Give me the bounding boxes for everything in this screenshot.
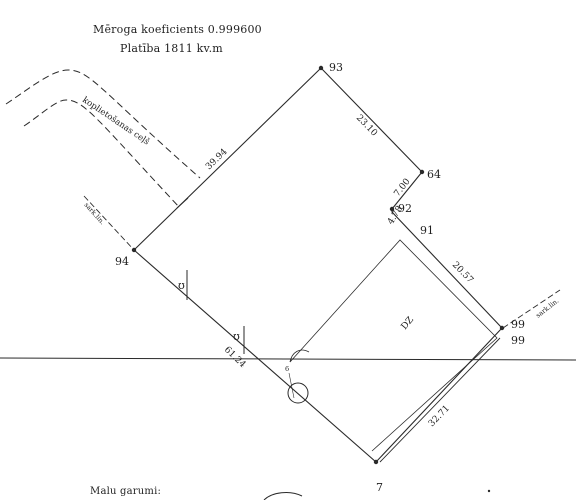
segment-length-91-99: 20.57 xyxy=(450,260,475,286)
point-label-94: 94 xyxy=(115,255,129,268)
svg-text:ʊ: ʊ xyxy=(178,279,185,292)
stray-dot xyxy=(487,489,491,493)
road-edge-lower xyxy=(23,99,181,209)
road-edge-upper xyxy=(5,69,201,179)
point-label-7: 7 xyxy=(376,481,383,494)
red-line-left-label: sark.lin. xyxy=(83,201,107,226)
segment-length-94-93: 39.94 xyxy=(204,147,230,172)
point-marker-92 xyxy=(389,206,395,212)
building-zone-arc xyxy=(289,349,310,363)
area-label: Platība 1811 kv.m xyxy=(120,42,223,55)
building-zone-outline xyxy=(289,239,498,452)
segment-length-93-64: 23.10 xyxy=(354,113,379,139)
point-marker-93 xyxy=(318,65,324,71)
point-marker-99 xyxy=(499,325,505,331)
point-marker-64 xyxy=(419,169,425,175)
segment-length-99-7: 32.71 xyxy=(427,404,452,429)
point-label-99-lower: 99 xyxy=(511,334,525,347)
parcel-boundary xyxy=(133,67,503,463)
point-label-64: 64 xyxy=(427,168,441,181)
boundary-flag-lower: ʊ xyxy=(233,326,245,354)
bottom-partial-symbol xyxy=(263,492,303,500)
boundary-flag-upper: ʊ xyxy=(178,270,188,300)
well-index: 6 xyxy=(285,365,289,373)
red-line-right-label: sark.lin. xyxy=(534,297,560,320)
point-label-91: 91 xyxy=(420,224,434,237)
red-line-left xyxy=(83,195,135,251)
point-label-99-upper: 99 xyxy=(511,318,525,331)
parcel-label: DZ xyxy=(400,315,416,332)
boundary-tick xyxy=(176,197,189,209)
servitude-line xyxy=(379,337,501,463)
point-label-92: 92 xyxy=(398,202,412,215)
horizontal-reference-line xyxy=(0,357,576,361)
well-leader xyxy=(288,372,295,399)
footer-label: Malu garumi: xyxy=(90,486,162,497)
well-symbol xyxy=(287,382,309,404)
point-label-93: 93 xyxy=(329,61,343,74)
svg-text:ʊ: ʊ xyxy=(233,330,240,343)
point-marker-94 xyxy=(131,247,137,253)
scale-coefficient-label: Mēroga koeficients 0.999600 xyxy=(93,23,262,36)
point-marker-7 xyxy=(373,459,379,465)
red-line-right xyxy=(502,289,561,329)
